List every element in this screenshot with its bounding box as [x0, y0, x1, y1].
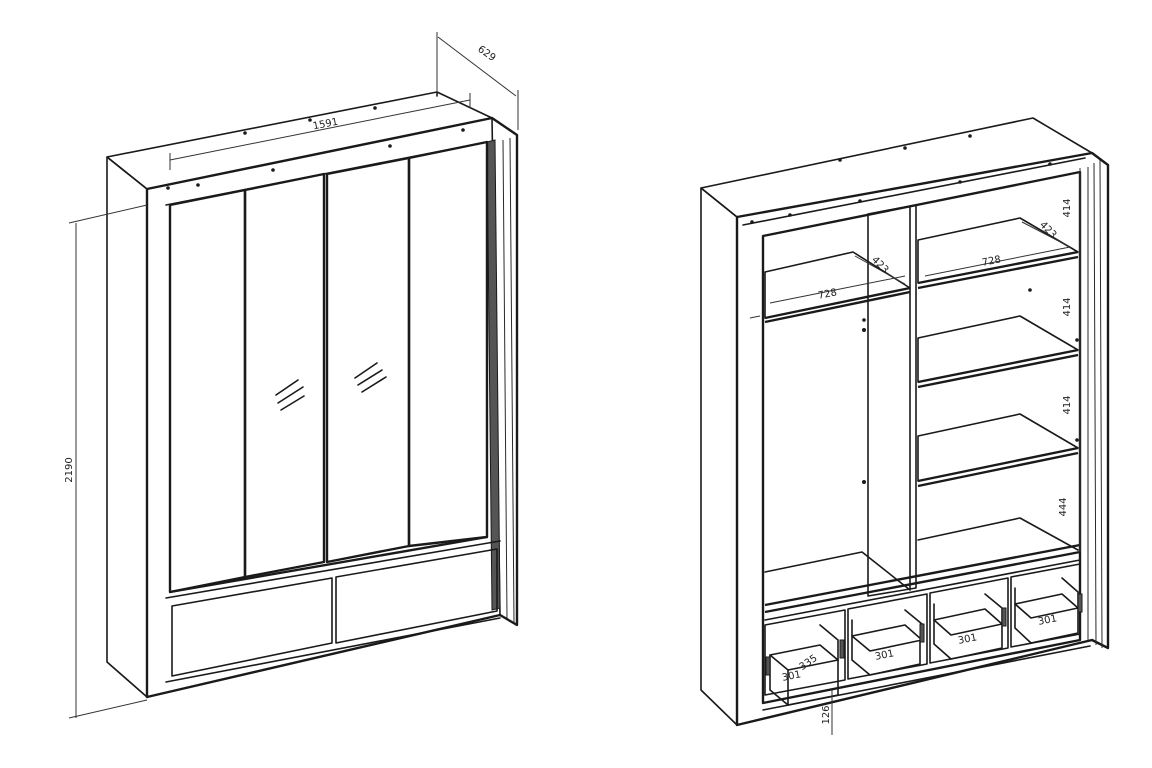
center-divider — [867, 204, 917, 597]
left-side-panel — [106, 156, 148, 698]
right-dimensions: 728 423 728 423 414 414 414 444 301 335 … — [769, 168, 1081, 735]
drawer-4-width-label: 301 — [1037, 613, 1058, 627]
door-4 — [407, 140, 489, 548]
width-label: 1591 — [312, 117, 339, 133]
drawer-left — [171, 577, 333, 677]
gap-4-label: 444 — [1058, 497, 1069, 516]
drawer-1-depth-label: 335 — [798, 653, 820, 673]
mirror-hatch — [275, 362, 387, 411]
depth-label: 629 — [475, 44, 497, 64]
height-dimension: 2190 — [64, 204, 148, 719]
drawer-right — [335, 548, 498, 644]
gap-3-label: 414 — [1062, 395, 1073, 414]
plinth-height-label: 126 — [821, 705, 832, 724]
shelf-width-label: 728 — [981, 254, 1002, 268]
gap-2-label: 414 — [1062, 297, 1073, 316]
depth-dimension: 629 — [436, 32, 519, 130]
drawer-bay-2 — [847, 593, 928, 680]
height-label: 2190 — [64, 457, 75, 482]
shelf-depth-label: 423 — [1037, 220, 1058, 241]
sliding-rail — [486, 139, 501, 611]
drawer-box-3 — [933, 593, 1003, 660]
door-3-mirror — [325, 156, 411, 564]
open-left-side — [700, 187, 738, 726]
shelf-3 — [917, 413, 1079, 482]
inner-cavity — [761, 170, 1082, 705]
door-2-mirror — [243, 172, 326, 579]
closed-wardrobe — [106, 91, 519, 699]
hanging-shelf-width-label: 728 — [817, 287, 838, 301]
drawer-bay-3 — [929, 577, 1009, 664]
drawer-3-width-label: 301 — [957, 632, 978, 646]
drawer-box-2 — [851, 609, 923, 676]
gap-1-label: 414 — [1062, 198, 1073, 217]
wardrobe-top — [106, 91, 493, 190]
open-wardrobe — [700, 117, 1110, 727]
drawer-bay-4 — [1010, 563, 1081, 648]
drawer-bay-1 — [764, 609, 846, 696]
width-dimension: 1591 — [169, 93, 471, 170]
drawer-box-4 — [1014, 577, 1079, 644]
door-1 — [168, 188, 247, 594]
drawer-2-width-label: 301 — [874, 648, 895, 662]
drawer-1-width-label: 301 — [781, 669, 802, 683]
